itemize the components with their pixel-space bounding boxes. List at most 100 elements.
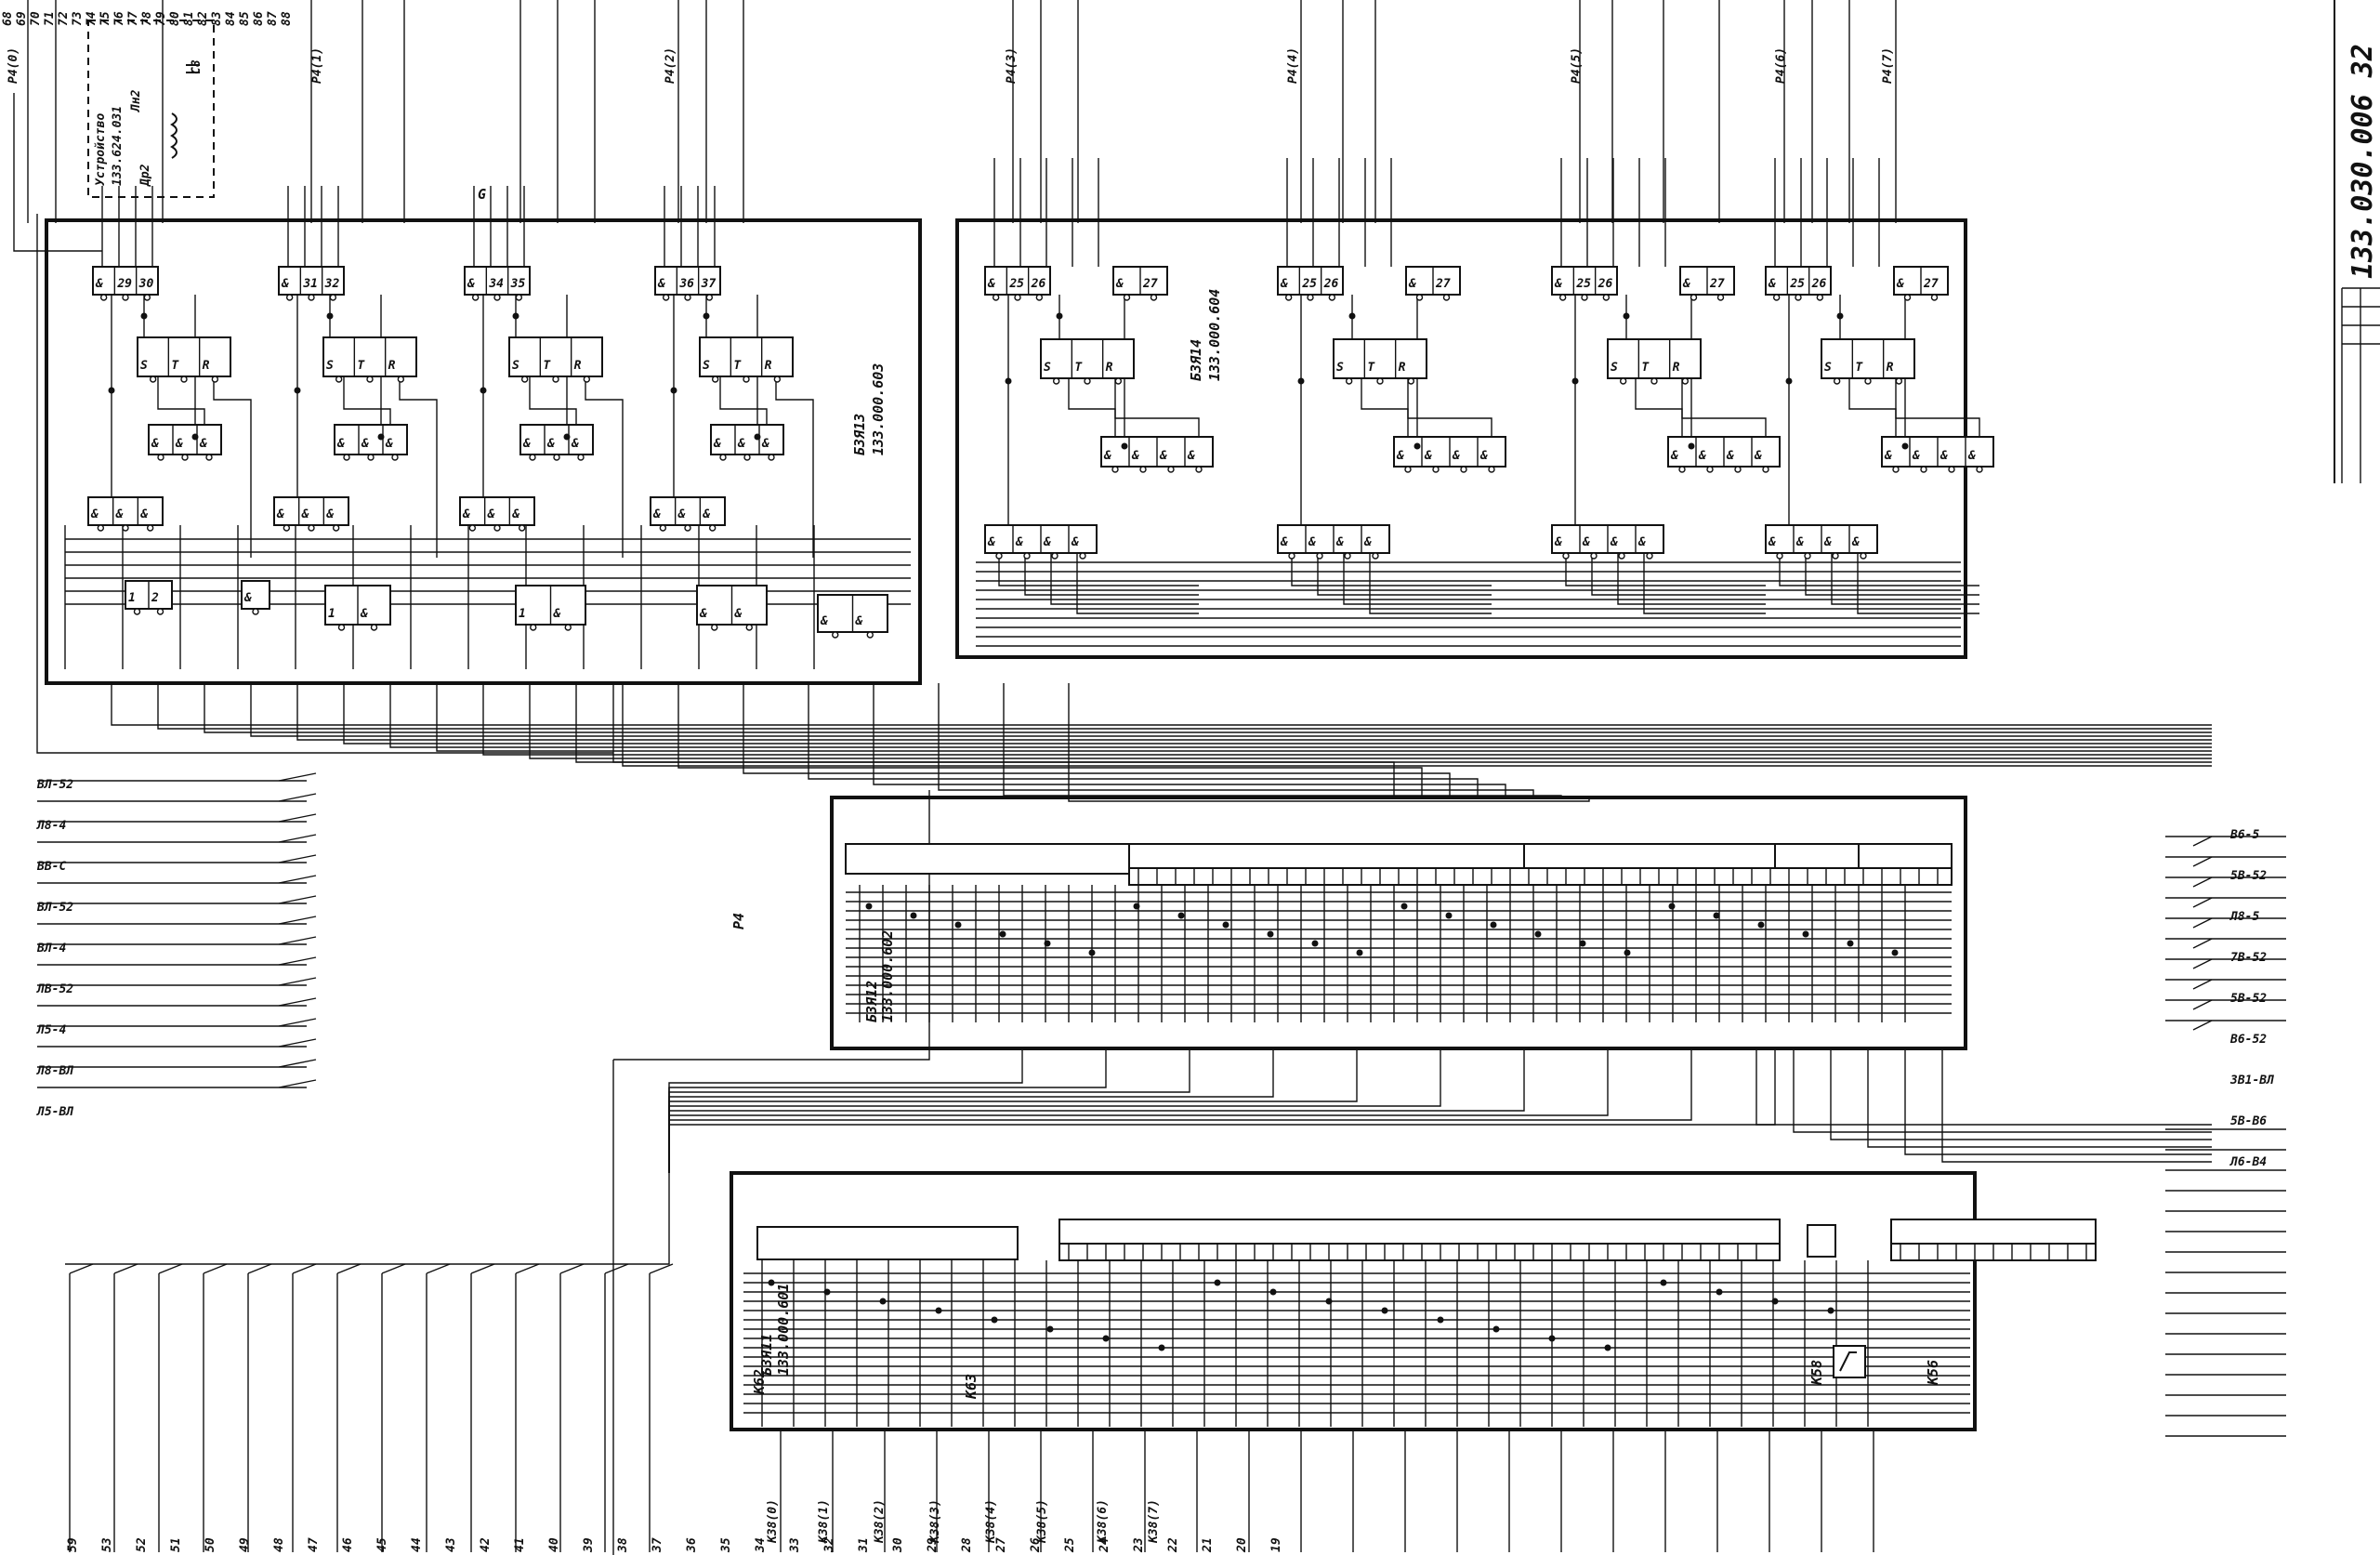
inverter-bubble bbox=[156, 608, 164, 615]
gate-label: & bbox=[1308, 535, 1316, 549]
gate-label: & bbox=[1884, 449, 1892, 463]
gate-label: & bbox=[1131, 449, 1139, 463]
top-pin-number: 79 bbox=[154, 11, 168, 26]
inverter-bubble bbox=[1035, 294, 1044, 301]
junction-dot bbox=[991, 1316, 998, 1324]
relay-k56: К56 bbox=[1925, 1360, 1941, 1386]
inverter-bubble bbox=[1816, 294, 1824, 301]
junction-dot bbox=[1222, 921, 1229, 929]
connector-strip bbox=[756, 1226, 1019, 1260]
inverter-bubble bbox=[1716, 294, 1725, 301]
junction-dot bbox=[1056, 312, 1063, 320]
wire bbox=[808, 683, 1479, 797]
inverter-bubble bbox=[1442, 294, 1451, 301]
junction-dot bbox=[191, 433, 199, 441]
wire bbox=[622, 683, 2212, 767]
inverter-bubble bbox=[1051, 552, 1059, 560]
gate-label: & bbox=[1795, 535, 1804, 549]
junction-dot bbox=[1381, 1307, 1388, 1314]
inverter-bubble bbox=[1139, 466, 1147, 473]
gate-label: 27 bbox=[1435, 277, 1451, 291]
inverter-bubble bbox=[1762, 466, 1769, 473]
corner-mark: G bbox=[478, 186, 486, 203]
left-signal-label: ВВ-С bbox=[36, 860, 66, 874]
wire bbox=[529, 376, 577, 425]
gate-label: 35 bbox=[510, 277, 526, 291]
bottom-pin-number: 43 bbox=[444, 1537, 458, 1552]
wire bbox=[1291, 553, 1492, 586]
aux-device-part: 133.624.031 bbox=[111, 106, 125, 186]
bottom-signal-label: К38(3) bbox=[928, 1499, 942, 1544]
junction-dot bbox=[1121, 442, 1128, 450]
inverter-bubble bbox=[564, 624, 572, 631]
nand-gate bbox=[87, 496, 164, 526]
inverter-bubble bbox=[743, 376, 750, 383]
gate-label: T bbox=[1855, 361, 1863, 375]
junction-dot bbox=[703, 312, 710, 320]
gate-label: & bbox=[1187, 449, 1195, 463]
inverter-bubble bbox=[1023, 552, 1031, 560]
inverter-bubble bbox=[366, 376, 374, 383]
inverter-bubble bbox=[1316, 552, 1323, 560]
wire bbox=[343, 376, 391, 425]
gate-label: R bbox=[388, 359, 396, 373]
gate-label: & bbox=[1912, 449, 1920, 463]
inverter-bubble bbox=[529, 454, 536, 461]
aux-device-title: Устройство bbox=[94, 113, 108, 186]
inverter-bubble bbox=[97, 524, 105, 532]
gate-label: & bbox=[1823, 535, 1832, 549]
wire bbox=[575, 683, 2212, 763]
inverter-bubble bbox=[1558, 294, 1567, 301]
junction-dot bbox=[1716, 1288, 1723, 1296]
wire bbox=[157, 683, 2212, 730]
bottom-pin-number: 35 bbox=[719, 1537, 733, 1553]
inverter-bubble bbox=[1892, 466, 1900, 473]
bottom-signal-label: К38(5) bbox=[1035, 1499, 1049, 1544]
left-signal-label: ВЛ-4 bbox=[36, 942, 66, 955]
wire bbox=[998, 553, 1199, 586]
wire bbox=[1857, 553, 1979, 614]
inverter-bubble bbox=[1776, 552, 1783, 560]
inverter-bubble bbox=[468, 524, 477, 532]
gate-label: & bbox=[1768, 277, 1776, 291]
wire bbox=[2192, 856, 2213, 867]
inverter-bubble bbox=[705, 294, 714, 301]
gate-label: & bbox=[487, 507, 495, 521]
inverter-bubble bbox=[1690, 294, 1698, 301]
junction-dots bbox=[108, 312, 1909, 1351]
inverter-bubble bbox=[1948, 466, 1955, 473]
inverter-bubble bbox=[773, 376, 782, 383]
left-signal-label: ВЛ-52 bbox=[36, 778, 73, 792]
gate-label: T bbox=[1367, 361, 1375, 375]
junction-dot bbox=[823, 1288, 831, 1296]
inverter-bubble bbox=[1678, 466, 1686, 473]
wire bbox=[470, 1263, 495, 1274]
left-signal-label: Л5-4 bbox=[36, 1023, 66, 1037]
inverter-bubble bbox=[122, 524, 129, 532]
wire bbox=[585, 376, 624, 558]
bottom-pin-number: 46 bbox=[341, 1537, 355, 1552]
junction-dot bbox=[294, 387, 301, 394]
gate-label: S bbox=[512, 359, 519, 373]
inverter-bubble bbox=[205, 454, 213, 461]
junction-dot bbox=[1571, 377, 1579, 385]
inverter-bubble bbox=[995, 552, 1003, 560]
inverter-bubble bbox=[552, 376, 559, 383]
gate-label: & bbox=[360, 607, 368, 621]
wire bbox=[250, 683, 2212, 737]
inverter-bubble bbox=[659, 524, 667, 532]
bottom-pin-number: 38 bbox=[616, 1537, 630, 1553]
inverter-bubble bbox=[1930, 294, 1939, 301]
inverter-bubble bbox=[1150, 294, 1158, 301]
board-b2-designation: Б3Я14 bbox=[1188, 339, 1204, 381]
gate-label: T bbox=[357, 359, 365, 373]
gate-label: S bbox=[1611, 361, 1618, 375]
inverter-bubble bbox=[1618, 552, 1625, 560]
aux-label-ln2: Лн2 bbox=[129, 89, 143, 112]
inverter-bubble bbox=[992, 294, 1000, 301]
inverter-bubble bbox=[1772, 294, 1781, 301]
inverter-bubble bbox=[1681, 377, 1690, 385]
gate-label: & bbox=[1280, 277, 1288, 291]
inverter-bubble bbox=[1404, 466, 1412, 473]
